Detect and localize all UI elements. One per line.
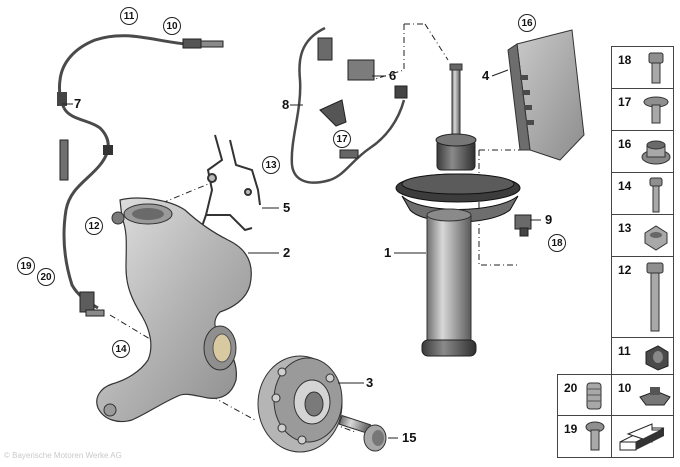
legend-cell-19: 19 (557, 415, 612, 458)
label-6: 6 (389, 68, 397, 83)
legend-cell-12: 12 (611, 256, 674, 338)
label-3: 3 (366, 375, 374, 390)
callout-20: 20 (37, 268, 55, 286)
callout-11: 11 (120, 7, 138, 25)
callout-14: 14 (112, 340, 130, 358)
legend-num-16: 16 (618, 137, 632, 151)
legend-num-14: 14 (618, 179, 632, 193)
wheel-hub (257, 355, 343, 453)
label-leaders (62, 69, 541, 439)
control-module (507, 29, 585, 161)
sensor-bracket-icon (639, 387, 671, 406)
shock-absorber-strut (395, 63, 521, 357)
hub-bolt (338, 414, 387, 452)
bracket-5 (198, 134, 261, 237)
legend-num-17: 17 (618, 95, 632, 109)
legend-cell-11: 11 (611, 337, 674, 375)
legend-cell-17: 17 (611, 88, 674, 131)
label-15: 15 (402, 430, 417, 445)
legend-num-10: 10 (618, 381, 632, 395)
legend-num-11: 11 (618, 344, 631, 358)
label-9: 9 (545, 212, 553, 227)
callout-17: 17 (333, 130, 351, 148)
label-2: 2 (283, 245, 291, 260)
legend-num-19: 19 (564, 422, 578, 436)
legend-cell-16: 16 (611, 130, 674, 173)
bolt-hex-socket-short-icon (648, 52, 664, 84)
catalog-arrow-icon (619, 423, 665, 451)
legend-cell-20: 20 (557, 374, 612, 416)
callout-19: 19 (17, 257, 35, 275)
callout-18: 18 (548, 234, 566, 252)
legend-cell-13: 13 (611, 214, 674, 257)
sensor-mount-left (79, 291, 105, 317)
legend-num-12: 12 (618, 263, 632, 277)
label-5: 5 (283, 200, 291, 215)
label-1: 1 (384, 245, 392, 260)
hex-nut-icon (644, 225, 668, 251)
legend-cell-18: 18 (611, 46, 674, 89)
label-7: 7 (74, 96, 82, 111)
label-8: 8 (282, 97, 290, 112)
legend-cell-14: 14 (611, 172, 674, 215)
cable-clip-icon (645, 345, 669, 371)
catalog-symbol-cell (611, 415, 674, 458)
long-bolt-icon (646, 262, 664, 332)
threaded-insert-icon (586, 382, 602, 410)
legend-num-18: 18 (618, 53, 632, 67)
callout-10: 10 (163, 17, 181, 35)
label-4: 4 (482, 68, 490, 83)
legend-cell-10: 10 (611, 374, 674, 416)
flange-bolt-short-icon (643, 96, 669, 124)
legend-num-13: 13 (618, 221, 632, 235)
wheel-speed-sensor-cable (57, 34, 224, 310)
ride-height-sensor (290, 26, 408, 184)
steering-knuckle (96, 197, 252, 423)
legend-num-20: 20 (564, 381, 578, 395)
callout-12: 12 (85, 217, 103, 235)
callout-13: 13 (262, 156, 280, 174)
bracket-9 (514, 214, 532, 237)
watermark: © Bayerische Motoren Werke AG (4, 451, 122, 460)
flange-nut-icon (641, 140, 671, 165)
screw-icon (585, 421, 605, 451)
callout-16: 16 (518, 14, 536, 32)
bolt-medium-icon (649, 177, 663, 213)
